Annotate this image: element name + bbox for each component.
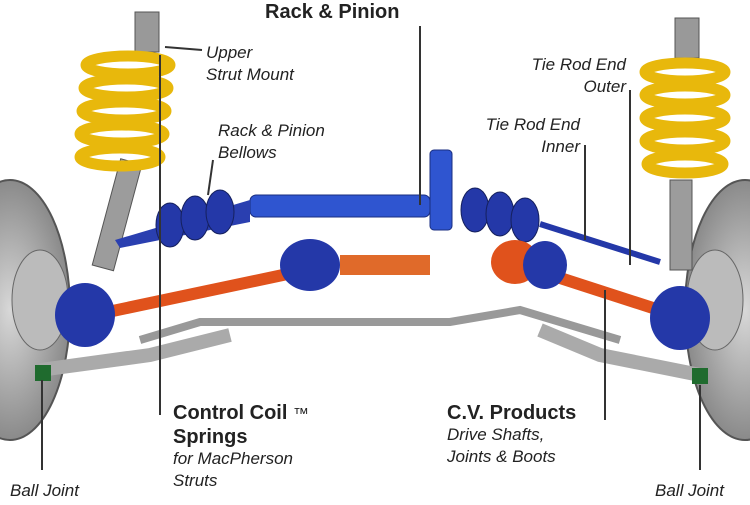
label-line: Strut Mount xyxy=(206,65,294,84)
label-subtitle: Struts xyxy=(173,471,218,490)
label-title: Control Coil xyxy=(173,402,288,424)
upper-strut-mount-label: Upper Strut Mount xyxy=(206,42,294,86)
steering-rack xyxy=(115,149,661,265)
label-line: Tie Rod End xyxy=(485,115,580,134)
left-ball-joint xyxy=(35,365,51,381)
ball-joint-right-label: Ball Joint xyxy=(655,481,724,500)
tie-rod-end-outer-label: Tie Rod End Outer xyxy=(532,54,626,98)
leader-lines xyxy=(41,26,701,470)
label-line: Rack & Pinion xyxy=(218,121,325,140)
label-subtitle: Drive Shafts, xyxy=(447,425,545,444)
ball-joint-left-label: Ball Joint xyxy=(10,481,79,500)
cv-products-label: C.V. Products Drive Shafts, Joints & Boo… xyxy=(447,402,576,468)
rack-pinion-label: Rack & Pinion xyxy=(265,1,400,23)
tie-rod-end-inner-label: Tie Rod End Inner xyxy=(486,114,580,158)
label-subtitle: for MacPherson xyxy=(173,449,293,468)
trademark-symbol: ™ xyxy=(293,406,309,423)
label-line: Bellows xyxy=(218,143,277,162)
control-coil-springs-label: Control Coil ™ Springs for MacPherson St… xyxy=(173,402,309,492)
label-subtitle: Joints & Boots xyxy=(447,447,556,466)
rack-pinion-bellows-label: Rack & Pinion Bellows xyxy=(218,120,325,164)
label-title: C.V. Products xyxy=(447,402,577,424)
right-ball-joint xyxy=(692,368,708,384)
right-strut xyxy=(639,17,731,271)
label-title: Springs xyxy=(173,426,248,448)
label-line: Outer xyxy=(583,77,626,96)
label-line: Upper xyxy=(206,43,253,62)
stabilizer-bar xyxy=(39,305,702,382)
label-line: Tie Rod End xyxy=(531,55,626,74)
label-line: Inner xyxy=(541,137,580,156)
left-strut xyxy=(74,11,176,272)
left-drive-shaft xyxy=(55,239,430,347)
